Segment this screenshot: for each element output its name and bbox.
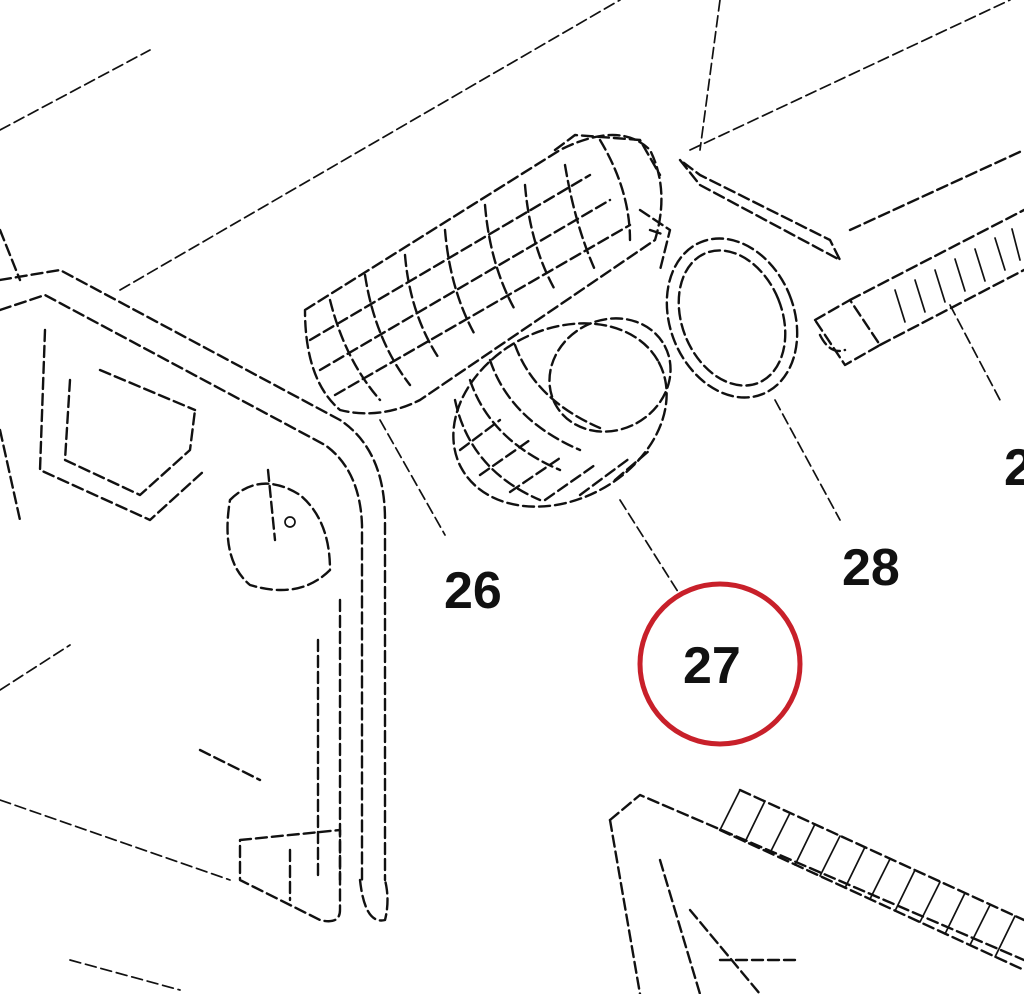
highlight-circle bbox=[637, 581, 803, 747]
callout-27: 27 bbox=[683, 637, 741, 695]
ring-part-27 bbox=[452, 317, 672, 508]
housing-frame bbox=[0, 228, 389, 923]
callout-26: 26 bbox=[444, 562, 502, 620]
washer-part-28 bbox=[665, 237, 799, 399]
upper-bracket bbox=[638, 148, 1024, 272]
callout-partial-right: 2 bbox=[1004, 439, 1024, 497]
leader-lines bbox=[379, 304, 1001, 596]
callout-28: 28 bbox=[842, 539, 900, 597]
callout-labels: 26 27 28 2 bbox=[444, 439, 1024, 695]
lower-rod-assembly bbox=[608, 788, 1024, 994]
grip-sleeve-part-26 bbox=[303, 133, 663, 415]
threaded-bolt bbox=[813, 208, 1024, 367]
latch-detail bbox=[226, 468, 332, 592]
